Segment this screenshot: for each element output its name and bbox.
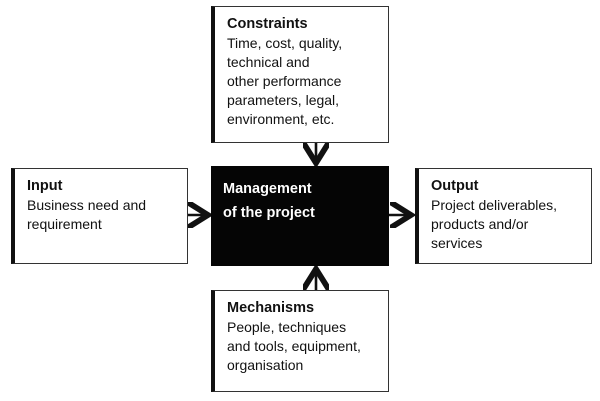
management-title-line: of the project <box>223 205 315 221</box>
input-line: Business need and <box>27 197 147 213</box>
output-line: products and/or <box>431 216 529 232</box>
input-box: Input Business need and requirement <box>11 168 188 264</box>
mechanisms-box: Mechanisms People, techniques and tools,… <box>211 290 389 392</box>
mechanisms-line: People, techniques <box>227 319 347 335</box>
constraints-line: Time, cost, quality, <box>227 35 343 51</box>
mechanisms-title: Mechanisms <box>227 300 315 316</box>
mechanisms-line: organisation <box>227 357 304 373</box>
output-line: Project deliverables, <box>431 197 558 213</box>
input-line: requirement <box>27 216 102 232</box>
constraints-line: parameters, legal, <box>227 92 340 108</box>
mechanisms-line: and tools, equipment, <box>227 338 361 354</box>
constraints-box: Constraints Time, cost, quality, technic… <box>211 6 389 143</box>
constraints-line: environment, etc. <box>227 111 335 127</box>
management-title-line: Management <box>223 181 312 197</box>
output-line: services <box>431 235 483 251</box>
constraints-title: Constraints <box>227 16 308 32</box>
input-title: Input <box>27 178 63 194</box>
constraints-line: technical and <box>227 54 310 70</box>
constraints-line: other performance <box>227 73 342 89</box>
management-box: Management of the project <box>211 166 389 266</box>
output-title: Output <box>431 178 479 194</box>
output-box: Output Project deliverables, products an… <box>415 168 592 264</box>
